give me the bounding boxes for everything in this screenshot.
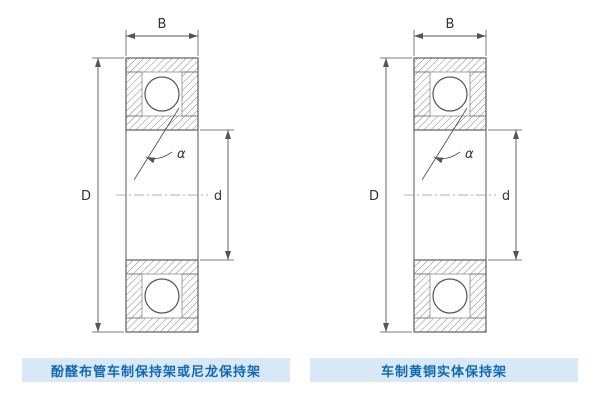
ball-bottom <box>432 278 468 314</box>
dimension-d: d <box>200 129 234 261</box>
width-label: B <box>446 17 455 32</box>
bearing-drawing: α B D d <box>369 17 522 333</box>
caption-bar-brass: 车制黄铜实体保持架 <box>310 358 578 382</box>
contact-angle-arrow <box>145 151 173 164</box>
diagram-page: α B D d 酚醛布管车制保持架或尼龙保持架 <box>22 10 578 382</box>
bore-diameter-label: d <box>214 189 222 204</box>
dimension-D: D <box>369 57 412 333</box>
contact-angle-annotation: α <box>133 107 186 181</box>
bearing-drawing: α B D d <box>81 17 234 333</box>
ball-top <box>144 76 180 112</box>
dimension-B: B <box>125 17 199 56</box>
outer-diameter-label: D <box>369 189 379 204</box>
bearing-figure-brass-cage: α B D d 车制黄铜实体保持架 <box>310 10 578 382</box>
bearing-figure-phenolic-cage: α B D d 酚醛布管车制保持架或尼龙保持架 <box>22 10 290 382</box>
contact-angle-line <box>133 107 180 181</box>
ball-bottom <box>144 278 180 314</box>
contact-angle-label: α <box>465 147 474 162</box>
contact-angle-label: α <box>177 147 186 162</box>
contact-angle-line <box>421 107 468 181</box>
contact-angle-annotation: α <box>421 107 474 181</box>
ball-top <box>432 76 468 112</box>
width-label: B <box>158 17 167 32</box>
bearing-cross-section <box>116 57 208 333</box>
caption-bar-phenolic: 酚醛布管车制保持架或尼龙保持架 <box>22 358 290 382</box>
dimension-B: B <box>413 17 487 56</box>
dimension-d: d <box>488 129 522 261</box>
contact-angle-arrow <box>433 151 461 164</box>
caption-text: 车制黄铜实体保持架 <box>380 364 507 380</box>
bearing-cross-section <box>404 57 496 333</box>
dimension-D: D <box>81 57 124 333</box>
caption-text: 酚醛布管车制保持架或尼龙保持架 <box>50 364 261 380</box>
outer-diameter-label: D <box>81 189 91 204</box>
bore-diameter-label: d <box>502 189 510 204</box>
